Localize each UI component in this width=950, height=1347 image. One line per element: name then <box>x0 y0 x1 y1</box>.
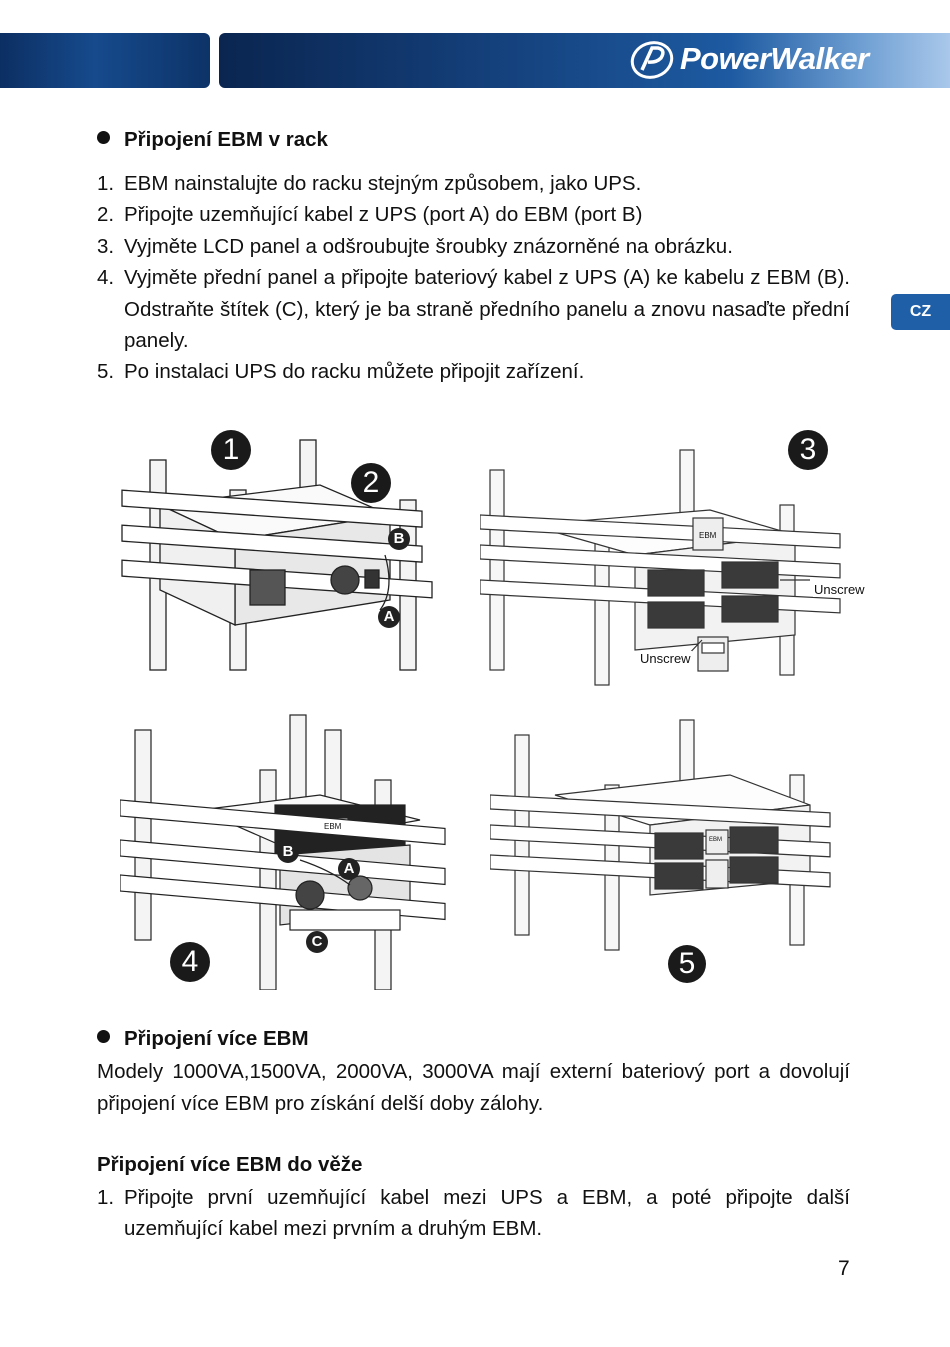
rack-ups-drawing-icon <box>121 439 433 671</box>
header-bar-right <box>219 33 950 88</box>
label-c-marker: C <box>306 931 328 953</box>
section2-paragraph: Modely 1000VA,1500VA, 2000VA, 3000VA maj… <box>97 1060 850 1115</box>
section1-steps: 1. EBM nainstalujte do racku stejným způs… <box>97 168 850 388</box>
list-item-number: 5. <box>97 360 115 384</box>
list-item: 1. EBM nainstalujte do racku stejným způs… <box>97 168 850 199</box>
powerwalker-emblem-icon <box>630 41 674 79</box>
step-badge: 3 <box>788 430 828 470</box>
section3-heading: Připojení více EBM do věže <box>97 1153 363 1176</box>
ebm-panel-label: EBM <box>709 837 723 843</box>
logo-wordmark: PowerWalker <box>680 41 869 76</box>
ebm-panel-label: EBM <box>324 822 342 831</box>
rack-complete-drawing-icon <box>489 719 831 951</box>
ebm-panel-label: EBM <box>699 531 717 540</box>
list-item-number: 2. <box>97 203 115 227</box>
figure-4-battery-cable: EBM 4 B A C <box>119 710 450 991</box>
figure-1-rack-install: 1 2 B A <box>120 430 440 680</box>
section1-heading: Připojení EBM v rack <box>97 124 328 155</box>
step-badge: 1 <box>211 430 251 470</box>
figure-3-unscrew-panel: EBM 3 Unscrew Unscrew <box>479 430 870 690</box>
section3-steps: 1. Připojte první uzemňující kabel mezi U… <box>97 1182 850 1245</box>
list-item-text: Připojte uzemňující kabel z UPS (port A)… <box>124 203 643 227</box>
step-badge: 4 <box>170 942 210 982</box>
unscrew-callout-bottom: Unscrew <box>639 651 692 666</box>
list-item: 4. Vyjměte přední panel a připojte bateri… <box>97 262 850 356</box>
port-b-marker: B <box>388 528 410 550</box>
section2-heading-text: Připojení více EBM <box>124 1027 309 1050</box>
rack-ebm-open-drawing-icon <box>119 714 446 991</box>
list-item-text: EBM nainstalujte do racku stejným způsob… <box>124 172 642 195</box>
header-bar-left <box>0 33 210 88</box>
list-item-number: 4. <box>97 266 115 290</box>
list-item-text: Připojte první uzemňující kabel mezi UPS… <box>124 1186 850 1241</box>
list-item-number: 1. <box>97 1186 115 1209</box>
step-badge: 2 <box>351 463 391 503</box>
list-item-text: Vyjměte přední panel a připojte bateriov… <box>124 266 850 353</box>
section1-heading-text: Připojení EBM v rack <box>124 128 328 151</box>
list-item-text: Vyjměte LCD panel a odšroubujte šroubky … <box>124 234 733 258</box>
port-a-marker: A <box>378 606 400 628</box>
figure-5-finished-install: EBM 5 <box>489 715 850 985</box>
rack-ebm-front-drawing-icon <box>479 449 841 686</box>
bullet-icon <box>97 131 110 144</box>
powerwalker-logo: PowerWalker <box>628 38 938 82</box>
list-item: 5. Po instalaci UPS do racku můžete připo… <box>97 356 850 387</box>
list-item: 1. Připojte první uzemňující kabel mezi U… <box>97 1182 850 1245</box>
list-item: 2. Připojte uzemňující kabel z UPS (port … <box>97 199 850 230</box>
port-b-marker: B <box>277 841 299 863</box>
list-item-text: Po instalaci UPS do racku můžete připoji… <box>124 360 585 384</box>
language-tab: CZ <box>891 294 950 330</box>
section2-heading: Připojení více EBM <box>97 1023 309 1054</box>
port-a-marker: A <box>338 858 360 880</box>
unscrew-callout-right: Unscrew <box>813 582 866 597</box>
step-badge: 5 <box>668 945 706 983</box>
list-item: 3. Vyjměte LCD panel a odšroubujte šroubk… <box>97 231 850 262</box>
list-item-number: 1. <box>97 172 115 195</box>
bullet-icon <box>97 1030 110 1043</box>
page-number: 7 <box>838 1257 850 1280</box>
list-item-number: 3. <box>97 234 115 258</box>
